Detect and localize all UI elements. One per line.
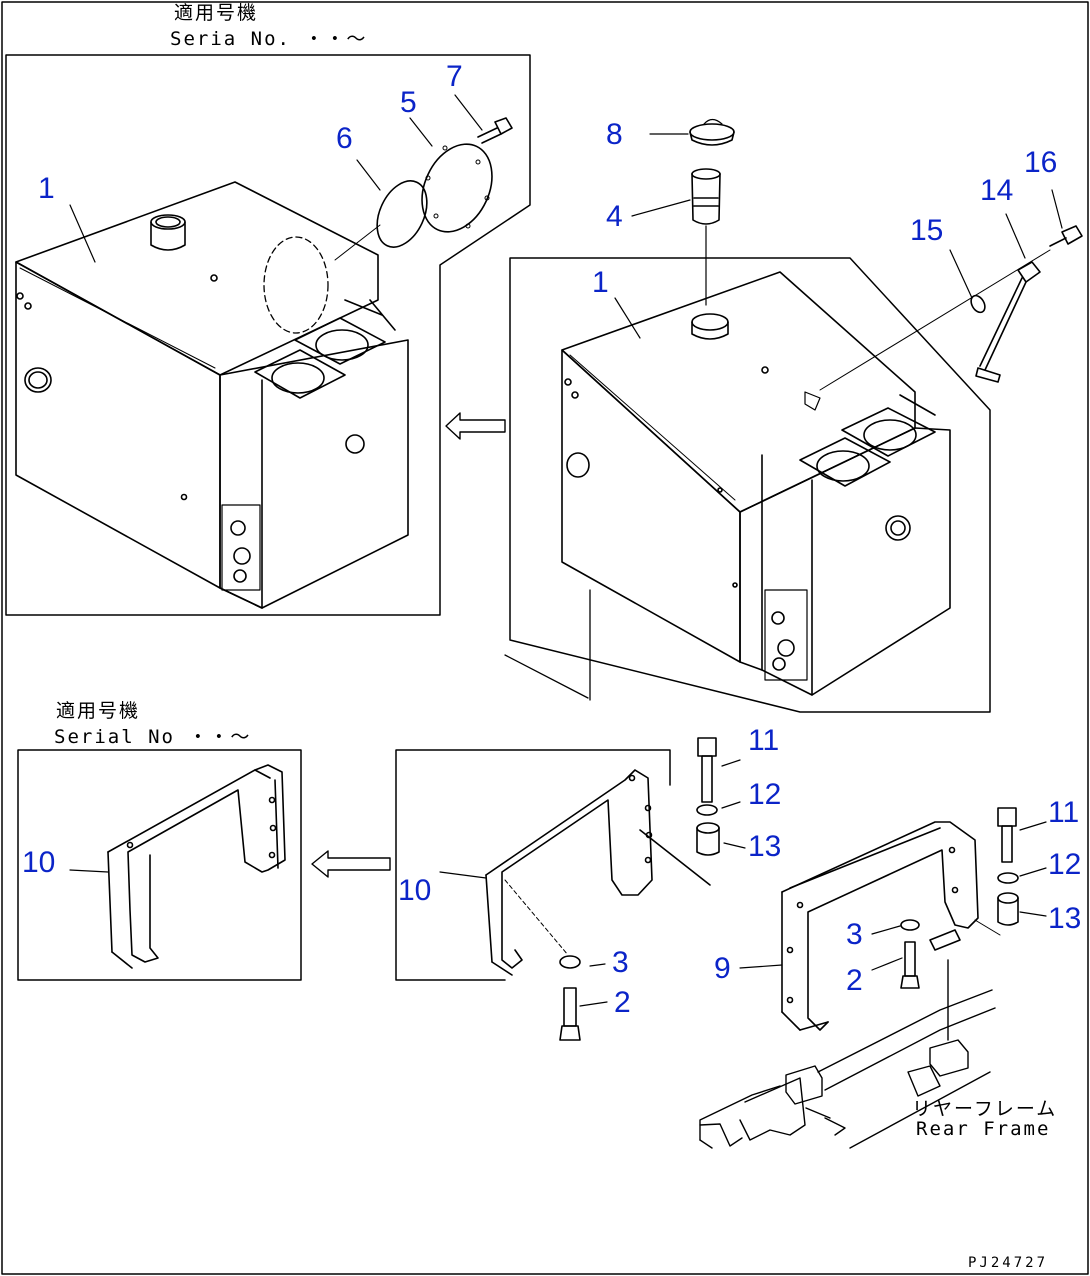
- rear-frame: [699, 959, 996, 1149]
- bracket-left: [107, 764, 286, 969]
- leader-13b: [1019, 911, 1047, 917]
- washer-part-12a: [696, 804, 718, 816]
- callout-13-right: 13: [1048, 902, 1082, 935]
- leader-10a: [69, 869, 109, 873]
- callout-11-right: 11: [1048, 796, 1080, 829]
- leader-14: [1005, 213, 1026, 259]
- leader-2a: [579, 1001, 608, 1007]
- leader-11b: [1019, 821, 1047, 831]
- washer-part-12b: [997, 872, 1019, 884]
- panel-top-left-frame: [5, 54, 531, 616]
- serial-mid-en: Serial No ・・〜: [54, 726, 252, 748]
- rear-frame-en: Rear Frame: [916, 1118, 1051, 1140]
- collar-part-13b: [997, 892, 1019, 926]
- bolt-part-11a: [697, 737, 717, 803]
- callout-15: 15: [910, 214, 944, 247]
- leader-3b: [871, 925, 901, 935]
- leader-12b: [1019, 867, 1047, 877]
- callout-2-right: 2: [846, 964, 863, 997]
- tank-left: [15, 181, 409, 609]
- leader-16: [1051, 189, 1063, 229]
- callout-6: 6: [336, 122, 353, 155]
- leader-2b: [871, 957, 903, 971]
- washer-part-3a: [559, 955, 581, 969]
- callout-16: 16: [1024, 146, 1058, 179]
- bolt-part-7: [477, 117, 513, 144]
- leader-collar: [974, 919, 1001, 936]
- collar-part-13a: [696, 822, 720, 856]
- arrow-mid: [311, 850, 391, 878]
- leader-9: [739, 964, 783, 969]
- leader-stay: [819, 249, 1051, 391]
- callout-5: 5: [400, 86, 417, 119]
- cover-bolts: [425, 145, 490, 229]
- leader-12a: [721, 801, 741, 809]
- leader-flange: [334, 224, 381, 261]
- serial-top-en: Seria No. ・・〜: [170, 28, 368, 50]
- callout-13-center: 13: [748, 830, 782, 863]
- leader-5: [409, 117, 433, 147]
- bolt-part-11b: [997, 807, 1017, 863]
- leader-6: [356, 159, 381, 191]
- leader-11a: [721, 759, 741, 767]
- bolt-part-2b: [900, 941, 920, 989]
- leader-1b: [614, 297, 641, 339]
- callout-10-center: 10: [398, 874, 432, 907]
- callout-7: 7: [446, 60, 463, 93]
- cover-part-5: [421, 143, 493, 233]
- leader-7: [454, 94, 483, 131]
- callout-1-right: 1: [592, 266, 609, 299]
- bracket-center: [485, 769, 711, 976]
- drawing-code: PJ24727: [968, 1255, 1049, 1271]
- panel-mid-center-frame: [395, 749, 671, 981]
- panel-top-right-frame: [509, 257, 991, 713]
- washer-part-3b: [900, 919, 920, 931]
- callout-8: 8: [606, 118, 623, 151]
- callout-2-center: 2: [614, 986, 631, 1019]
- leader-13a: [723, 842, 746, 849]
- callout-3-right: 3: [846, 918, 863, 951]
- rear-frame-jp: リヤーフレーム: [912, 1098, 1058, 1120]
- cap-part-8: [689, 118, 735, 146]
- bolt-part-2a: [559, 987, 581, 1041]
- callout-14: 14: [980, 174, 1014, 207]
- leader-15: [949, 249, 973, 299]
- bolt-part-16: [1049, 225, 1083, 247]
- arrow-top: [445, 412, 506, 440]
- bracket-part-9: [781, 821, 979, 1031]
- gasket-part-6: [376, 180, 428, 248]
- serial-top-jp: 適用号機: [174, 2, 259, 24]
- callout-1-left: 1: [38, 172, 55, 205]
- callout-12-right: 12: [1048, 848, 1082, 881]
- callout-9: 9: [714, 952, 731, 985]
- leader-4: [631, 199, 691, 217]
- serial-mid-jp: 適用号機: [56, 700, 141, 722]
- callout-11-center: 11: [748, 724, 780, 757]
- strainer-part-4: [691, 168, 721, 306]
- panel-mid-left-frame: [17, 749, 302, 981]
- bracket-part-14: [975, 261, 1041, 383]
- callout-4: 4: [606, 200, 623, 233]
- leader-10b: [439, 871, 487, 879]
- leader-1a: [69, 204, 96, 263]
- leader-3a: [589, 963, 606, 967]
- tank-right: [561, 271, 951, 696]
- callout-12-center: 12: [748, 778, 782, 811]
- callout-3-center: 3: [612, 946, 629, 979]
- callout-10-left: 10: [22, 846, 56, 879]
